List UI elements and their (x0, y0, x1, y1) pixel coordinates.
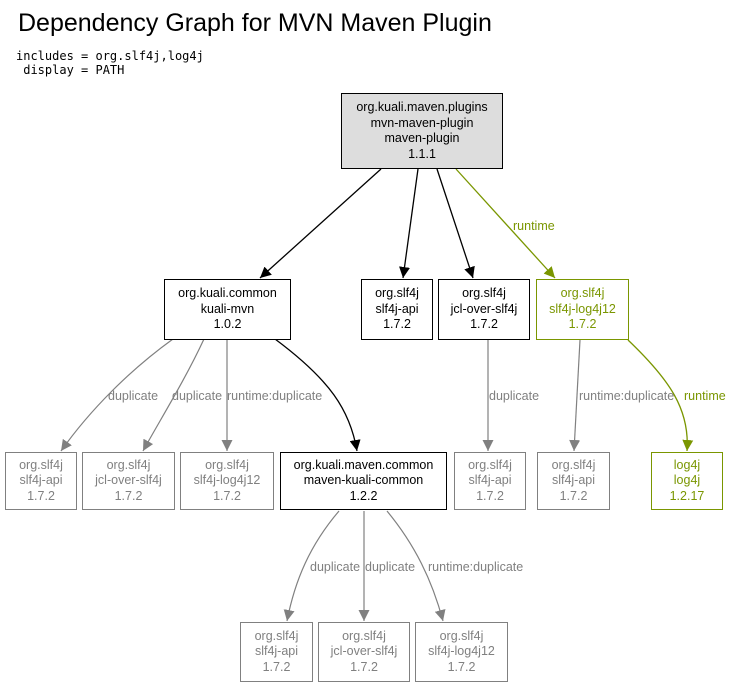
node-group: org.kuali.maven.common (293, 457, 434, 472)
node-group: org.slf4j (342, 628, 386, 643)
node-artifact: slf4j-log4j12 (549, 301, 616, 316)
node-version: 1.7.2 (476, 488, 504, 503)
node-dup-slf4j-api-3: org.slf4j slf4j-api 1.7.2 (537, 452, 610, 510)
node-group: org.slf4j (254, 628, 299, 643)
graph-title: Dependency Graph for MVN Maven Plugin (18, 9, 492, 37)
node-group: org.slf4j (462, 286, 506, 301)
node-version: 1.7.2 (559, 488, 588, 503)
node-artifact: log4j (673, 473, 701, 488)
edge-root-to-slf4j-api (399, 168, 419, 279)
edge-label-dup-h: duplicate (365, 560, 415, 574)
node-slf4j-log4j12: org.slf4j slf4j-log4j12 1.7.2 (536, 279, 629, 340)
node-group: org.kuali.common (178, 286, 277, 301)
node-maven-kuali-common: org.kuali.maven.common maven-kuali-commo… (280, 452, 447, 510)
node-group: org.slf4j (106, 457, 151, 472)
node-version: 1.7.2 (213, 488, 241, 503)
node-artifact: jcl-over-slf4j (450, 301, 518, 316)
edge-label-dup-b: duplicate (172, 389, 222, 403)
node-version: 1.7.2 (350, 659, 378, 674)
edge-label-rtdup-i: runtime:duplicate (428, 560, 523, 574)
display-param: display = PATH (16, 63, 125, 77)
node-dup-slf4j-log4j12-1: org.slf4j slf4j-log4j12 1.7.2 (180, 452, 274, 510)
edge-log4j12-to-dup-api (569, 339, 581, 452)
node-artifact: kuali-mvn (200, 301, 255, 316)
edge-kuali-mvn-to-dup-jcl (142, 338, 205, 452)
edge-kuali-mvn-to-kuali-common (274, 338, 361, 452)
node-version: 1.7.2 (470, 317, 498, 332)
edge-label-dup-d: duplicate (489, 389, 539, 403)
graph-parameters: includes = org.slf4j,log4j display = PAT… (16, 49, 204, 77)
node-artifact: slf4j-api (375, 301, 419, 316)
node-version: 1.7.2 (27, 488, 55, 503)
node-group: log4j (673, 457, 701, 472)
edge-label-runtime-f: runtime (684, 389, 726, 403)
edge-label-runtime-root: runtime (513, 219, 555, 233)
node-dup-slf4j-api-1: org.slf4j slf4j-api 1.7.2 (5, 452, 77, 510)
node-artifact: jcl-over-slf4j (330, 644, 398, 659)
node-dup-slf4j-log4j12-4: org.slf4j slf4j-log4j12 1.7.2 (415, 622, 508, 682)
node-dup-slf4j-api-4: org.slf4j slf4j-api 1.7.2 (240, 622, 313, 682)
edge-kuali-common-to-dup-log4j (386, 510, 446, 622)
node-group: org.kuali.maven.plugins (356, 100, 488, 114)
node-group: org.slf4j (439, 628, 484, 643)
node-artifact: maven-kuali-common (303, 473, 424, 488)
node-version: 1.7.2 (114, 488, 143, 503)
node-artifact: slf4j-log4j12 (193, 473, 261, 488)
node-dup-jcl-over-slf4j-1: org.slf4j jcl-over-slf4j 1.7.2 (82, 452, 175, 510)
node-group: org.slf4j (551, 457, 596, 472)
node-group: org.slf4j (19, 457, 63, 472)
node-log4j: log4j log4j 1.2.17 (651, 452, 723, 510)
edge-root-to-slf4j-log4j12 (455, 168, 556, 279)
node-version: 1.7.2 (383, 317, 411, 332)
edge-kuali-mvn-to-dup-api (60, 338, 174, 452)
edge-root-to-jcl-over-slf4j (436, 168, 475, 279)
node-kuali-mvn: org.kuali.common kuali-mvn 1.0.2 (164, 279, 291, 340)
node-version: 1.2.2 (349, 488, 378, 503)
node-group: org.slf4j (468, 457, 512, 472)
node-version: 1.2.17 (669, 488, 705, 503)
node-root-mvn-maven-plugin: org.kuali.maven.plugins mvn-maven-plugin… (341, 93, 503, 169)
node-slf4j-api: org.slf4j slf4j-api 1.7.2 (361, 279, 433, 340)
node-group: org.slf4j (560, 286, 605, 301)
edge-label-dup-g: duplicate (310, 560, 360, 574)
node-artifact: slf4j-api (551, 473, 596, 488)
node-artifact: slf4j-log4j12 (428, 644, 495, 659)
edge-kuali-common-to-dup-api (283, 510, 340, 622)
includes-param: includes = org.slf4j,log4j (16, 49, 204, 63)
edge-log4j12-to-log4j (627, 339, 694, 452)
node-artifact: slf4j-api (468, 473, 512, 488)
node-artifact: mvn-maven-plugin (370, 115, 474, 130)
edge-root-to-kuali-mvn (259, 168, 382, 279)
node-artifact: slf4j-api (254, 644, 299, 659)
node-packaging: maven-plugin (384, 131, 460, 145)
node-dup-slf4j-api-2: org.slf4j slf4j-api 1.7.2 (454, 452, 526, 510)
node-jcl-over-slf4j: org.slf4j jcl-over-slf4j 1.7.2 (438, 279, 530, 340)
node-artifact: slf4j-api (19, 473, 63, 488)
node-version: 1.7.2 (447, 659, 476, 674)
edge-label-dup-a: duplicate (108, 389, 158, 403)
node-version: 1.0.2 (213, 317, 242, 332)
node-version: 1.7.2 (568, 317, 597, 332)
node-artifact: jcl-over-slf4j (95, 473, 162, 488)
edge-label-rtdup-c: runtime:duplicate (227, 389, 322, 403)
edge-label-rtdup-e: runtime:duplicate (579, 389, 674, 403)
node-version: 1.1.1 (408, 146, 436, 161)
node-group: org.slf4j (375, 286, 419, 301)
node-group: org.slf4j (205, 457, 249, 472)
node-dup-jcl-over-slf4j-4: org.slf4j jcl-over-slf4j 1.7.2 (318, 622, 410, 682)
node-version: 1.7.2 (262, 659, 291, 674)
